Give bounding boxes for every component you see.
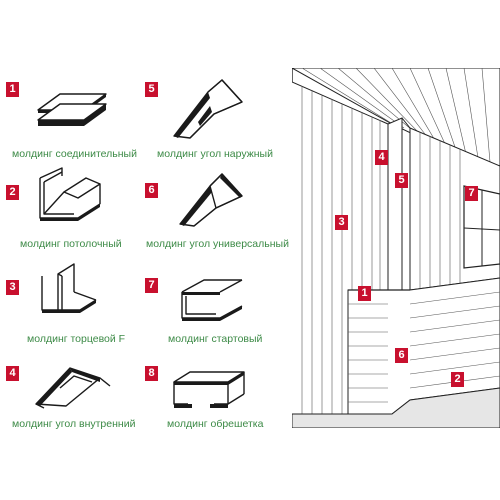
room-marker-4: 4 (375, 150, 388, 165)
badge-7: 7 (145, 278, 158, 293)
label-5: молдинг угол наружный (157, 148, 273, 160)
inner-corner-molding-icon (35, 367, 111, 409)
label-4: молдинг угол внутренний (12, 418, 136, 430)
label-1: молдинг соединительный (12, 148, 137, 160)
ceiling-panels (292, 68, 500, 167)
connecting-molding-icon (37, 93, 107, 126)
floor (292, 387, 500, 428)
room-marker-5: 5 (395, 173, 408, 188)
outer-corner-molding-icon (173, 79, 243, 139)
end-f-molding-icon (41, 263, 97, 313)
badge-1: 1 (6, 82, 19, 97)
badge-6: 6 (145, 183, 158, 198)
badge-4: 4 (6, 366, 19, 381)
label-3: молдинг торцевой F (27, 333, 126, 345)
room-marker-2: 2 (451, 372, 464, 387)
badge-5: 5 (145, 82, 158, 97)
badge-8: 8 (145, 366, 158, 381)
batten-molding-icon (173, 371, 245, 408)
badge-2: 2 (6, 185, 19, 200)
room-marker-7: 7 (465, 186, 478, 201)
label-2: молдинг потолочный (20, 238, 122, 250)
starter-molding-icon (181, 279, 243, 321)
room-marker-3: 3 (335, 215, 348, 230)
universal-corner-molding-icon (179, 173, 243, 227)
window (463, 185, 500, 269)
ceiling-molding-icon (39, 167, 101, 221)
label-6: молдинг угол универсальный (146, 238, 289, 250)
label-7: молдинг стартовый (168, 333, 263, 345)
room-marker-1: 1 (358, 286, 371, 301)
label-8: молдинг обрешетка (167, 418, 264, 430)
room-interior-illustration (292, 68, 500, 428)
badge-3: 3 (6, 280, 19, 295)
room-marker-6: 6 (395, 348, 408, 363)
